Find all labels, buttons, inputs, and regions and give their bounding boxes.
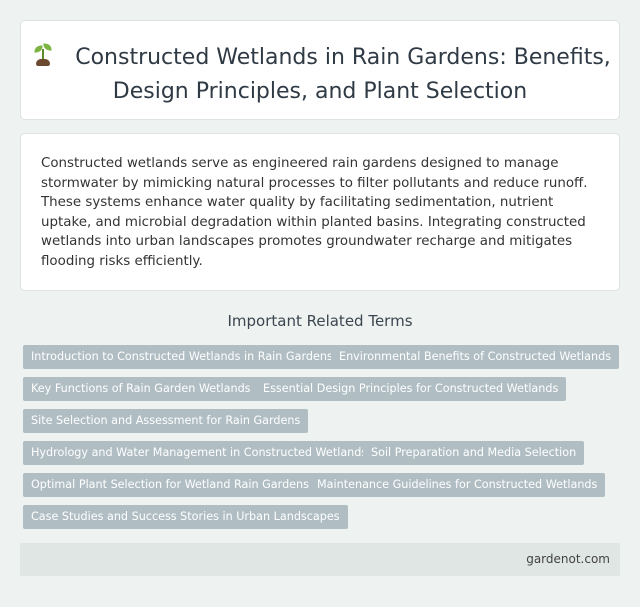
related-term-chip[interactable]: Case Studies and Success Stories in Urba… xyxy=(23,505,348,529)
title-card: Constructed Wetlands in Rain Gardens: Be… xyxy=(20,20,620,120)
related-term-chip[interactable]: Site Selection and Assessment for Rain G… xyxy=(23,409,309,433)
description-card: Constructed wetlands serve as engineered… xyxy=(20,133,620,291)
related-term-chip[interactable]: Optimal Plant Selection for Wetland Rain… xyxy=(23,473,317,497)
related-term-chip[interactable]: Introduction to Constructed Wetlands in … xyxy=(23,345,341,369)
related-term-chip[interactable]: Maintenance Guidelines for Constructed W… xyxy=(309,473,606,497)
related-term-chip[interactable]: Environmental Benefits of Constructed We… xyxy=(331,345,620,369)
footer-site[interactable]: gardenot.com xyxy=(526,552,610,566)
related-term-chip[interactable]: Soil Preparation and Media Selection xyxy=(363,441,585,465)
related-term-chip[interactable]: Key Functions of Rain Garden Wetlands xyxy=(23,377,259,401)
seedling-icon xyxy=(29,43,57,67)
related-terms-heading: Important Related Terms xyxy=(227,312,413,330)
footer: gardenot.com xyxy=(20,543,620,576)
page-title-text: Constructed Wetlands in Rain Gardens: Be… xyxy=(75,45,611,104)
page-title: Constructed Wetlands in Rain Gardens: Be… xyxy=(21,41,619,109)
related-term-chip[interactable]: Hydrology and Water Management in Constr… xyxy=(23,441,376,465)
description-text: Constructed wetlands serve as engineered… xyxy=(41,156,588,269)
related-term-chip[interactable]: Essential Design Principles for Construc… xyxy=(255,377,567,401)
